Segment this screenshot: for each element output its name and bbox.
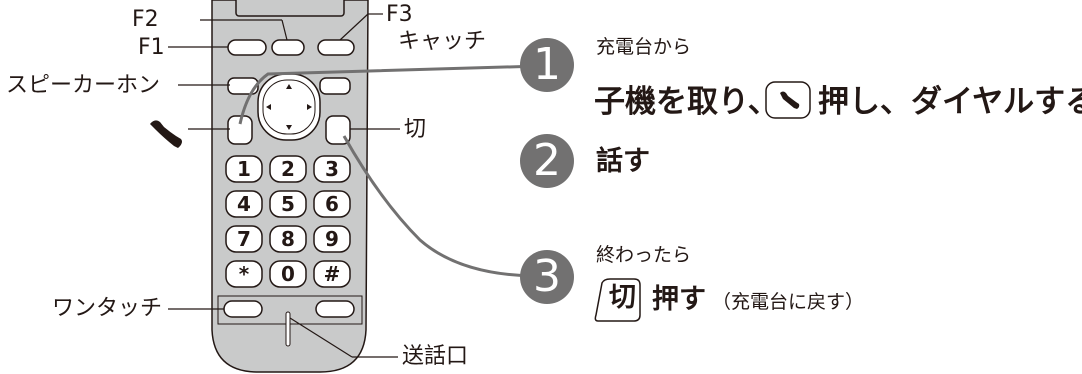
keypad-key[interactable] <box>225 190 263 218</box>
off-label: 切 <box>404 117 427 142</box>
keypad-key-label: 8 <box>281 227 295 251</box>
keypad-key[interactable] <box>269 225 307 253</box>
keypad-key-label: 4 <box>237 192 251 216</box>
keypad-key[interactable] <box>313 190 351 218</box>
f1-button <box>227 39 267 56</box>
talk-button <box>227 115 253 145</box>
keypad-key[interactable] <box>269 260 307 288</box>
keypad-key[interactable] <box>269 190 307 218</box>
leader-lines <box>168 13 400 358</box>
step-3-badge: 3 <box>520 250 574 304</box>
nav-right-icon <box>307 104 312 110</box>
keypad-key[interactable] <box>313 260 351 288</box>
step-1-text-after: 押し、ダイヤルする <box>818 84 1082 120</box>
mouthpiece-hole <box>285 311 291 347</box>
step-2-badge: 2 <box>520 134 574 188</box>
keypad-key-label: 7 <box>237 227 251 251</box>
speakerphone-button <box>227 77 259 95</box>
keypad-key-label: 3 <box>325 157 339 181</box>
catch-label: キャッチ <box>398 29 487 54</box>
handset-talk-icon <box>765 81 811 119</box>
keypad-key-label: 2 <box>281 157 295 181</box>
f3-button <box>317 39 355 56</box>
step-1-lead: 充電台から <box>596 36 692 58</box>
f1-label: F1 <box>138 35 165 60</box>
step-3-note: （充電台に戻す） <box>712 291 865 313</box>
off-key-icon <box>594 278 641 322</box>
f3-label: F3 <box>386 2 413 27</box>
step-1-text-before: 子機を取り、 <box>594 84 779 120</box>
keypad-key-label: 9 <box>325 227 339 251</box>
keypad-key-label: 6 <box>325 192 339 216</box>
nav-up-icon <box>286 84 292 89</box>
keypad-key-label: # <box>324 262 341 286</box>
one-touch-left-button <box>223 300 263 318</box>
keypad-key[interactable] <box>225 225 263 253</box>
speakerphone-label: スピーカーホン <box>6 73 161 98</box>
step-2-text: 話す <box>596 146 650 177</box>
keypad-key-label: 0 <box>281 262 295 286</box>
keypad-key-label: * <box>239 262 250 286</box>
keypad-key-label: 5 <box>281 192 295 216</box>
keypad-key[interactable] <box>313 155 351 183</box>
one-touch-right-button <box>315 300 355 318</box>
nav-down-icon <box>286 125 292 130</box>
one-touch-label: ワンタッチ <box>52 296 163 321</box>
mouthpiece-label: 送話口 <box>402 344 469 369</box>
step-3-lead: 終わったら <box>596 244 692 266</box>
nav-left-icon <box>266 104 271 110</box>
keypad-key[interactable] <box>225 155 263 183</box>
keypad-key-label: 1 <box>237 157 251 181</box>
step-3-key-label: 切 <box>609 282 636 313</box>
keypad-key[interactable] <box>313 225 351 253</box>
f2-button <box>271 39 305 56</box>
right-top-button <box>319 77 351 95</box>
step-1-badge: 1 <box>520 38 574 92</box>
keypad: 1 2 3 4 5 6 7 8 9 * 0 # <box>225 155 351 288</box>
step-connectors <box>238 64 541 278</box>
talk-icon <box>150 120 182 148</box>
phone-screen <box>235 0 345 17</box>
keypad-key[interactable] <box>225 260 263 288</box>
f2-label: F2 <box>132 7 159 32</box>
keypad-key[interactable] <box>269 155 307 183</box>
step-3-action: 押す <box>652 284 706 315</box>
